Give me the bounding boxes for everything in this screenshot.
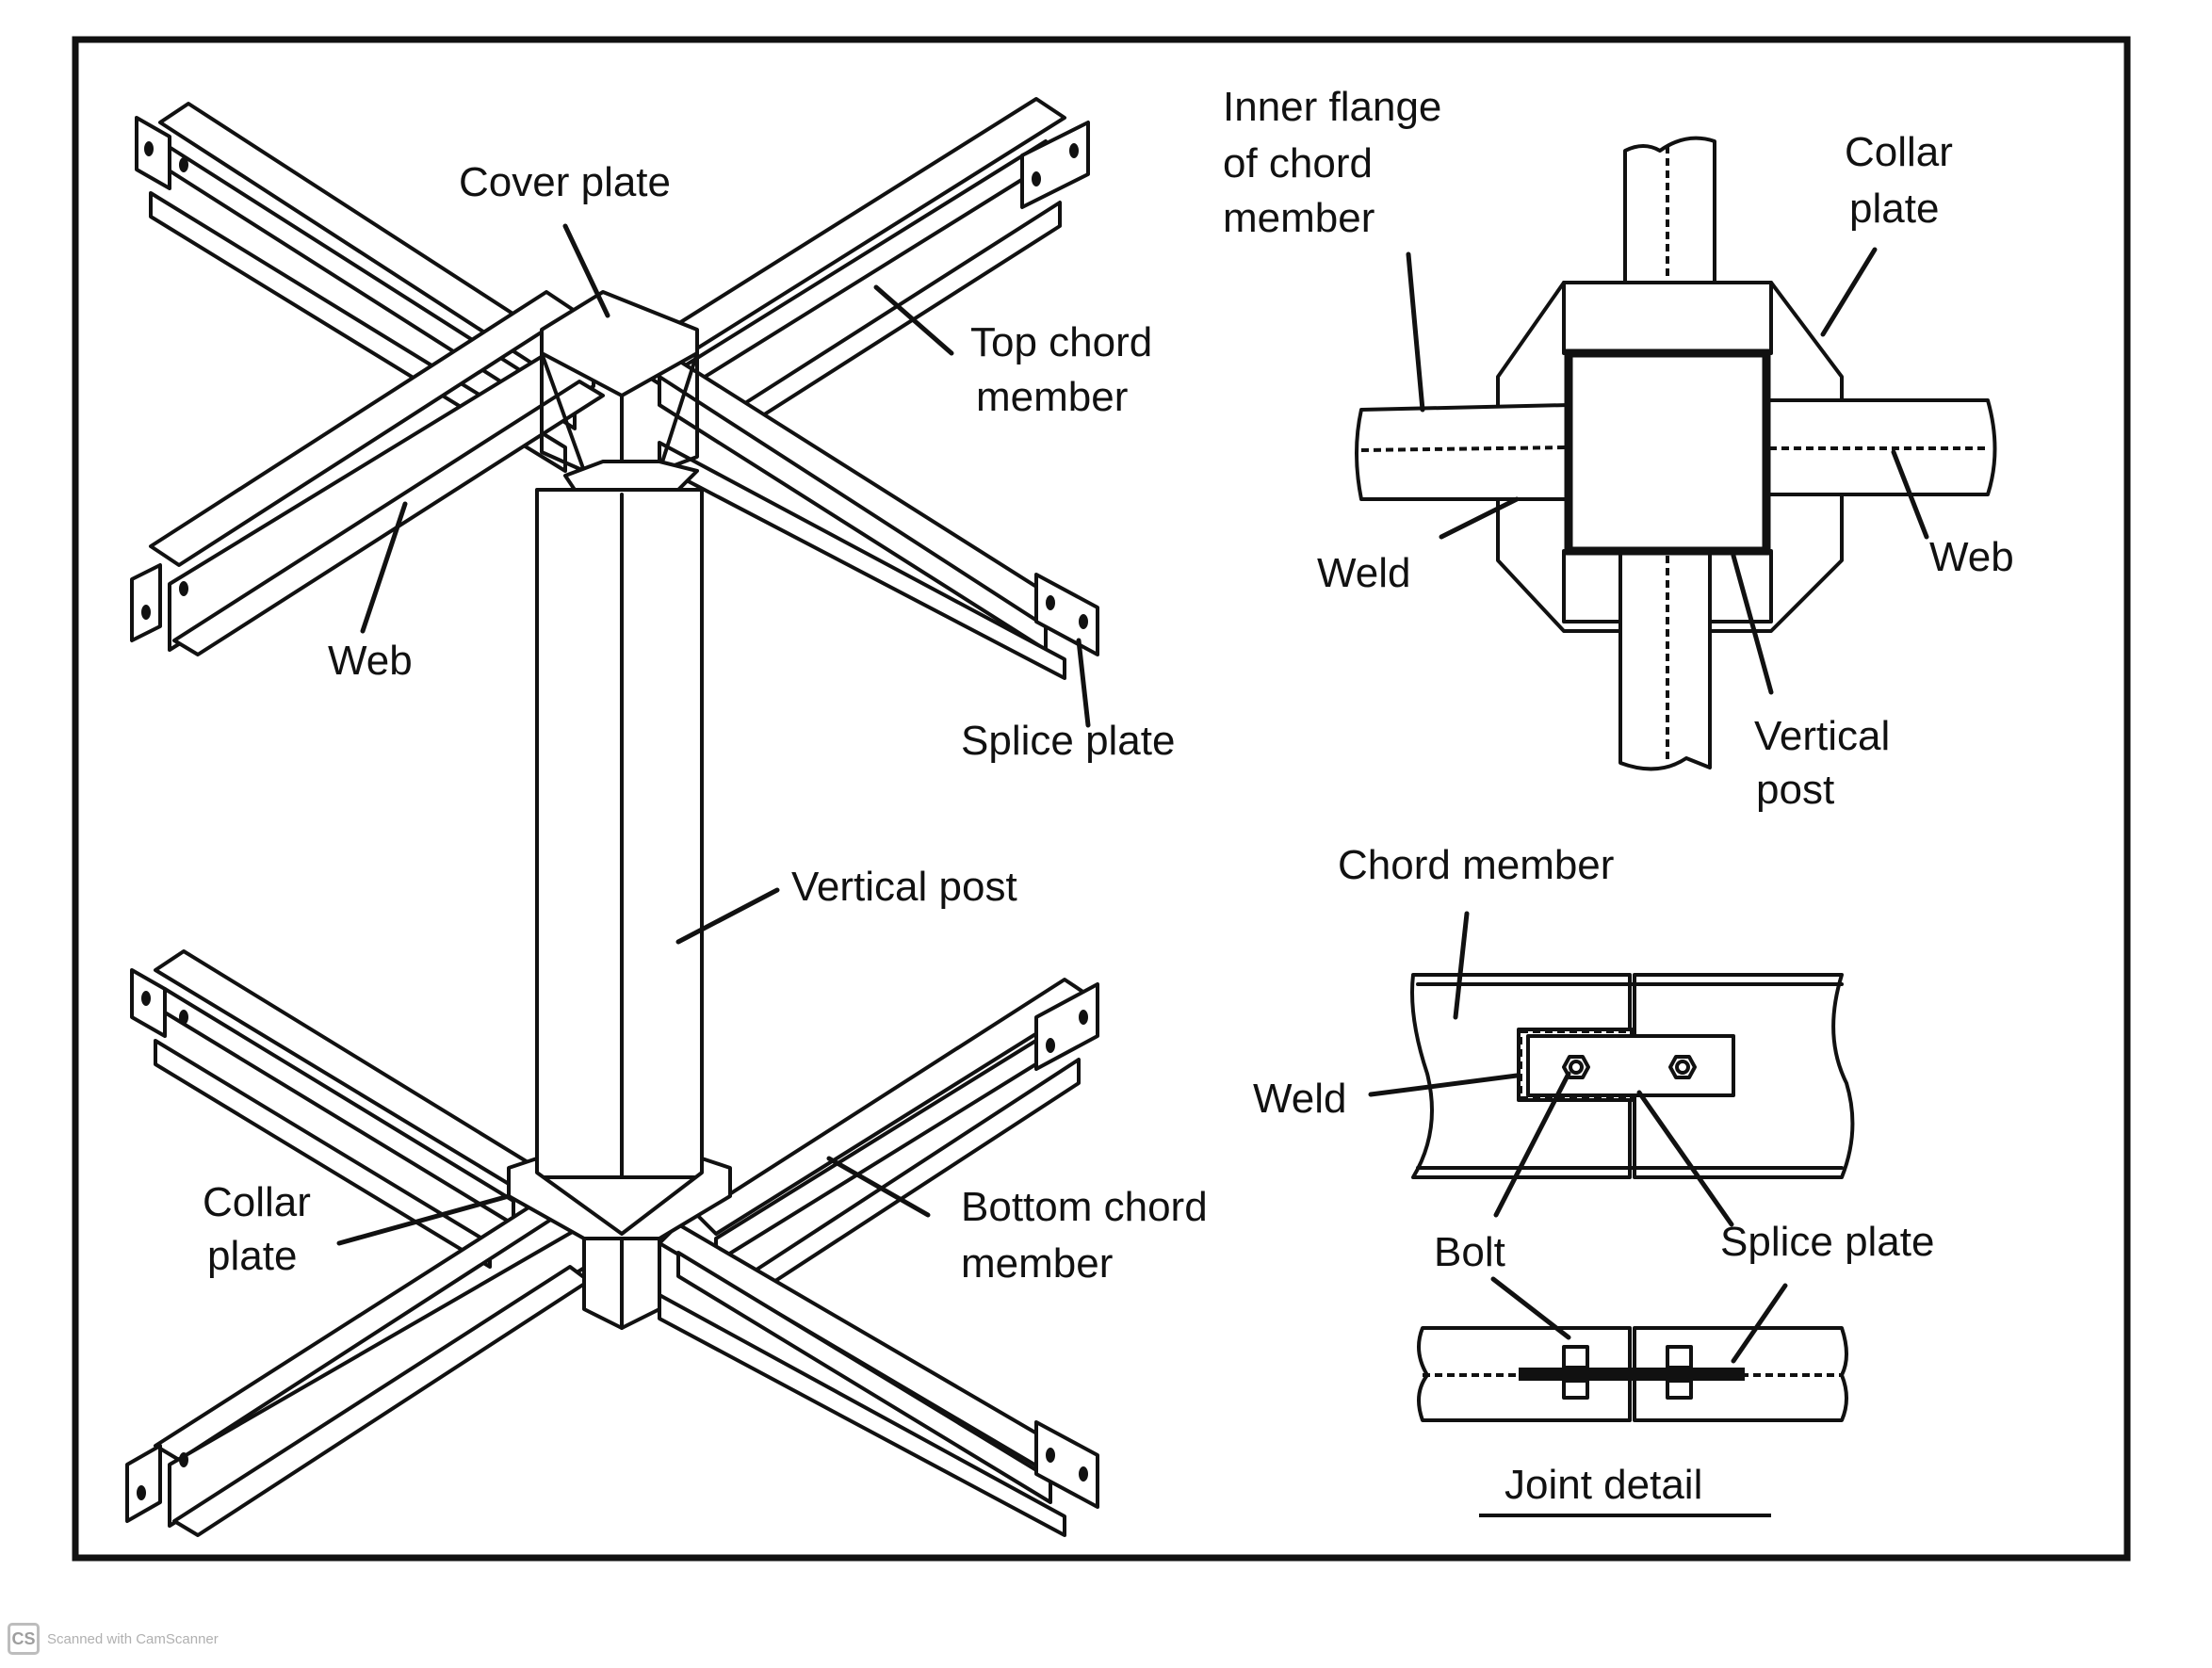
bottom-chord-arm-se	[658, 1223, 1099, 1537]
label-bottom-chord-line1: Bottom chord	[961, 1184, 1208, 1230]
top-chord-arm-ne	[629, 97, 1090, 435]
label-top-chord-line2: member	[976, 374, 1129, 420]
label-plan-weld: Weld	[1317, 550, 1411, 596]
plan-detail	[1355, 136, 1997, 771]
figure-frame	[72, 36, 2131, 1562]
splice-plate-bsw	[125, 1444, 162, 1523]
camscanner-watermark: CS Scanned with CamScanner	[8, 1622, 219, 1656]
splice-plate-sw	[130, 563, 162, 642]
label-top-chord-line1: Top chord	[970, 319, 1153, 365]
label-inner-flange-line1: Inner flange	[1223, 84, 1442, 130]
label-chord-member: Chord member	[1338, 842, 1615, 888]
label-plan-collar-line1: Collar	[1845, 129, 1953, 175]
label-plan-vertical-post-line2: post	[1756, 767, 1835, 813]
bottom-chord-arm-nw	[130, 949, 539, 1269]
label-joint-weld: Weld	[1253, 1076, 1347, 1122]
splice-plate-bse	[1034, 1420, 1099, 1509]
label-web: Web	[328, 638, 413, 684]
label-collar-plate-line2: plate	[207, 1233, 298, 1279]
joint-detail	[1368, 911, 1855, 1517]
collar-plate	[507, 1157, 732, 1240]
bottom-chord-assembly	[125, 949, 1099, 1537]
label-plan-collar-line2: plate	[1849, 186, 1940, 232]
camscanner-logo-icon: CS	[8, 1623, 40, 1655]
splice-plate-ne	[1020, 121, 1090, 209]
label-plan-vertical-post-line1: Vertical	[1754, 713, 1891, 759]
camscanner-text: Scanned with CamScanner	[47, 1630, 219, 1647]
label-plan-web: Web	[1929, 534, 2014, 580]
joint-detail-title: Joint detail	[1504, 1462, 1703, 1508]
label-cover-plate: Cover plate	[459, 159, 672, 205]
label-bottom-chord-line2: member	[961, 1240, 1114, 1287]
vertical-post	[535, 460, 704, 1179]
splice-plate-nw	[135, 116, 171, 190]
bottom-chord-arm-ne	[695, 978, 1099, 1297]
top-chord-arm-sw	[130, 290, 605, 656]
joint-splice-plate	[1526, 1034, 1735, 1097]
label-splice-plate: Splice plate	[961, 718, 1176, 764]
label-bolt: Bolt	[1434, 1229, 1505, 1275]
top-chord-assembly	[130, 97, 1099, 680]
label-collar-plate-line1: Collar	[203, 1179, 311, 1225]
plan-post-section	[1564, 348, 1771, 556]
label-vertical-post: Vertical post	[791, 864, 1017, 910]
splice-plate-se	[1034, 573, 1099, 656]
label-inner-flange-line2: of chord	[1223, 140, 1373, 186]
label-joint-splice-plate: Splice plate	[1720, 1219, 1935, 1265]
bottom-chord-arm-sw	[125, 1194, 595, 1537]
top-chord-arm-se	[639, 347, 1099, 680]
label-inner-flange-line3: member	[1223, 195, 1375, 241]
isometric-leaders	[336, 223, 1091, 1246]
